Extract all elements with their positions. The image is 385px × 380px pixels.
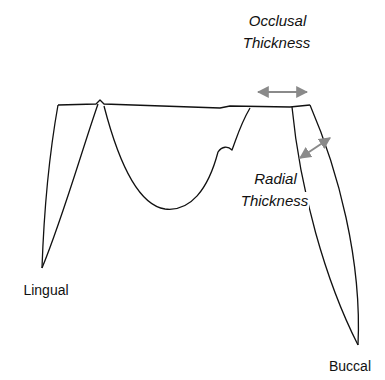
occlusal-surface	[58, 100, 310, 108]
lingual-outer-line	[42, 105, 58, 268]
radial-arrow	[300, 138, 330, 158]
side-label: Lingual	[14, 280, 78, 300]
buccal-outer-line	[310, 105, 358, 345]
lingual-inner-line	[42, 104, 98, 268]
dimension-label-text: Radial Thickness	[241, 170, 310, 209]
dimension-label: Radial Thickness	[237, 168, 313, 212]
dimension-label: Occlusal Thickness	[237, 10, 317, 54]
dimension-label-text: Occlusal Thickness	[243, 12, 312, 51]
occlusal-arrow	[258, 91, 307, 93]
side-label-text: Lingual	[22, 282, 69, 298]
dentin-outline	[104, 106, 250, 209]
side-label-text: Buccal	[328, 358, 372, 374]
side-label: Buccal	[322, 356, 378, 376]
